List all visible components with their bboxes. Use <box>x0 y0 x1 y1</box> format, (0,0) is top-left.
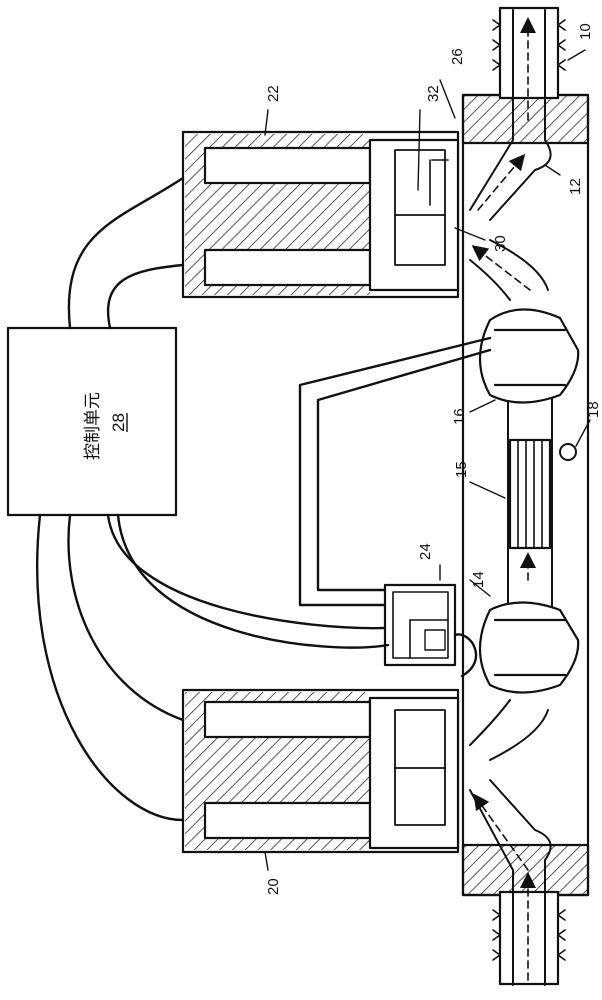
outlet-fitting <box>492 6 566 100</box>
flow-sensor-14 <box>478 601 580 694</box>
label-20: 20 <box>265 878 282 895</box>
label-12: 12 <box>567 178 584 195</box>
label-18: 18 <box>585 401 602 418</box>
flow-arrows <box>471 17 536 981</box>
flow-sensor-16 <box>478 308 580 404</box>
control-unit-number: 28 <box>109 413 128 432</box>
label-14: 14 <box>470 571 487 588</box>
label-22: 22 <box>265 85 282 102</box>
temperature-sensor-18 <box>559 443 577 461</box>
outlet-passage <box>469 9 552 221</box>
label-16: 16 <box>451 408 468 425</box>
label-10: 10 <box>577 23 594 40</box>
control-unit-label: 控制单元 28 <box>83 392 128 460</box>
reference-labels: 10 12 26 32 30 22 16 18 15 24 14 20 <box>265 23 602 895</box>
leader-lines <box>264 49 591 871</box>
housing-base <box>461 93 590 897</box>
label-24: 24 <box>417 543 434 560</box>
control-unit-28 <box>6 326 178 517</box>
label-15: 15 <box>453 461 470 478</box>
inlet-fitting <box>492 890 566 986</box>
inlet-passage <box>469 779 552 986</box>
laminar-element-15 <box>508 438 552 550</box>
label-30: 30 <box>492 235 509 252</box>
label-32: 32 <box>425 85 442 102</box>
label-26: 26 <box>449 48 466 65</box>
cables <box>35 176 492 822</box>
valve-22 <box>181 130 460 299</box>
control-unit-text: 控制单元 <box>83 392 103 460</box>
valve-20 <box>181 688 460 854</box>
pressure-sensor-24 <box>383 583 457 667</box>
